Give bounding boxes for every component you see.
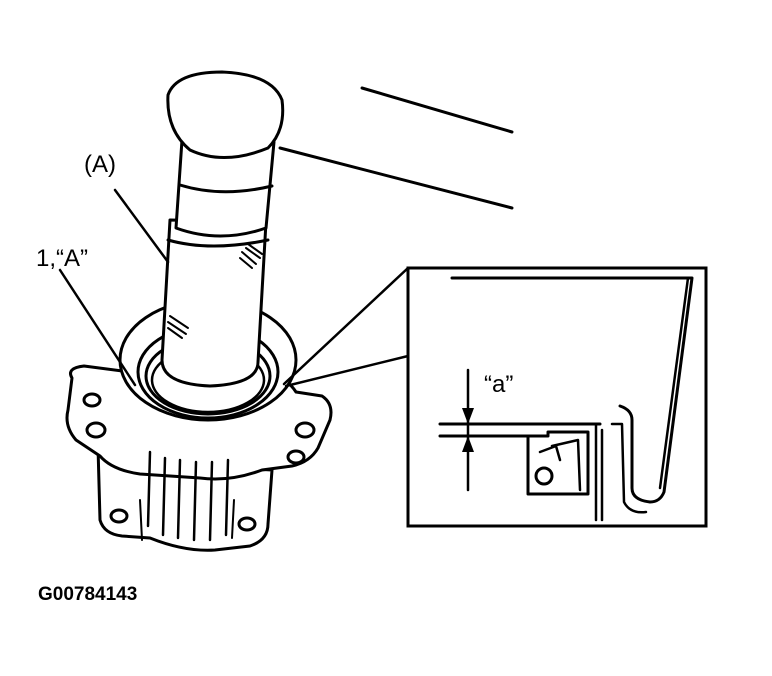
dimension-label: “a” — [484, 371, 513, 398]
leader-lines — [58, 188, 410, 388]
installer-tool — [160, 70, 514, 388]
tool-label: (A) — [84, 151, 116, 178]
detail-inset — [406, 266, 708, 528]
part-label: 1,“A” — [36, 245, 88, 272]
figure-code: G00784143 — [38, 584, 137, 605]
